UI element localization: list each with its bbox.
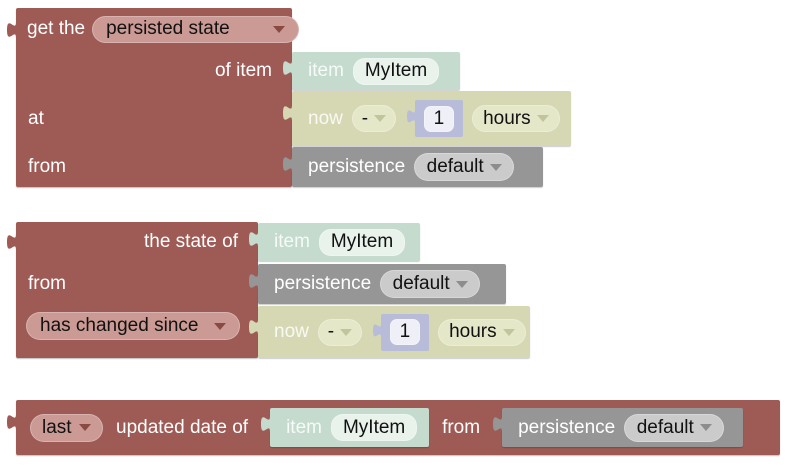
of-item-label: of item (214, 60, 272, 81)
puzzle-tab-icon (406, 105, 415, 133)
at-label: at (28, 107, 44, 129)
persistence-service-dropdown[interactable]: default (414, 153, 515, 181)
unit-dropdown[interactable]: hours (471, 105, 560, 132)
the-state-of-label: the state of (143, 231, 238, 252)
block-persistence-service[interactable]: persistence default (249, 264, 506, 304)
puzzle-tab-icon (249, 227, 258, 257)
persistence-service-dropdown[interactable]: default (380, 270, 481, 298)
now-label: now (308, 107, 343, 129)
chevron-down-icon (273, 25, 286, 33)
ordinal-dropdown[interactable]: last (30, 413, 103, 442)
block-datetime-now-minus[interactable]: now - 1 hours (283, 91, 571, 146)
block-number[interactable]: 1 (406, 100, 463, 137)
chevron-down-icon (536, 115, 549, 122)
now-label: now (274, 321, 309, 342)
ordinal-dropdown-value: last (42, 416, 72, 438)
item-label: item (308, 60, 344, 81)
condition-dropdown-value: has changed since (40, 315, 199, 336)
from-label: from (28, 156, 66, 177)
puzzle-tab-icon (249, 269, 258, 299)
item-name-value: MyItem (342, 416, 406, 438)
unit-dropdown[interactable]: hours (437, 318, 526, 346)
unit-value: hours (483, 107, 531, 129)
item-name-field[interactable]: MyItem (318, 228, 406, 256)
puzzle-tab-icon (372, 319, 381, 346)
block-item[interactable]: item MyItem (283, 52, 460, 90)
block-item[interactable]: item MyItem (261, 408, 430, 447)
persisted-state-dropdown-value: persisted state (106, 18, 230, 39)
puzzle-tab-icon (493, 412, 503, 442)
operator-value: - (327, 321, 335, 342)
chevron-down-icon (79, 424, 91, 431)
chevron-down-icon (374, 115, 387, 122)
item-name-field[interactable]: MyItem (352, 57, 440, 85)
chevron-down-icon (340, 328, 353, 336)
persistence-label: persistence (274, 273, 372, 294)
chevron-down-icon (502, 328, 515, 336)
operator-dropdown[interactable]: - (351, 105, 396, 132)
block-datetime-now-minus[interactable]: now - 1 hours (249, 306, 530, 358)
persisted-state-dropdown[interactable]: persisted state (92, 15, 300, 43)
chevron-down-icon (214, 322, 226, 330)
unit-value: hours (449, 321, 497, 342)
persistence-label: persistence (308, 156, 406, 177)
persistence-service-dropdown[interactable]: default (624, 413, 725, 442)
output-connector-icon (7, 410, 16, 440)
item-name-field[interactable]: MyItem (330, 414, 418, 441)
persistence-service-value: default (636, 416, 694, 438)
condition-dropdown[interactable]: has changed since (26, 312, 240, 340)
number-value: 1 (433, 107, 445, 129)
persistence-service-value: default (392, 273, 450, 294)
updated-date-of-label: updated date of (116, 416, 249, 438)
output-connector-icon (7, 18, 16, 48)
item-label: item (274, 231, 310, 252)
item-name-value: MyItem (330, 231, 394, 252)
puzzle-tab-icon (249, 315, 258, 345)
from-label: from (442, 416, 481, 438)
chevron-down-icon (455, 280, 468, 288)
output-connector-icon (7, 230, 16, 260)
operator-value: - (361, 107, 369, 129)
block-last-updated-date[interactable]: last updated date of item MyItem from pe… (7, 400, 780, 455)
puzzle-tab-icon (283, 56, 292, 86)
persistence-label: persistence (518, 416, 616, 438)
block-state-has-changed[interactable]: the state of from has changed since (7, 222, 258, 358)
number-field[interactable]: 1 (389, 319, 420, 345)
puzzle-tab-icon (283, 101, 292, 131)
chevron-down-icon (699, 424, 712, 431)
block-item[interactable]: item MyItem (249, 223, 420, 261)
block-number[interactable]: 1 (372, 313, 429, 351)
from-label: from (28, 273, 66, 294)
number-value: 1 (399, 321, 411, 342)
number-field[interactable]: 1 (423, 105, 454, 132)
puzzle-tab-icon (261, 412, 271, 442)
puzzle-tab-icon (283, 152, 292, 182)
item-name-value: MyItem (364, 60, 428, 81)
block-persistence-service[interactable]: persistence default (493, 408, 744, 447)
block-get-persisted-state[interactable]: get the persisted state of item at from (7, 8, 300, 187)
get-the-label: get the (27, 18, 86, 39)
block-persistence-service[interactable]: persistence default (283, 147, 543, 187)
operator-dropdown[interactable]: - (317, 318, 362, 346)
persistence-service-value: default (426, 156, 484, 177)
item-label: item (286, 416, 322, 438)
chevron-down-icon (489, 163, 502, 171)
